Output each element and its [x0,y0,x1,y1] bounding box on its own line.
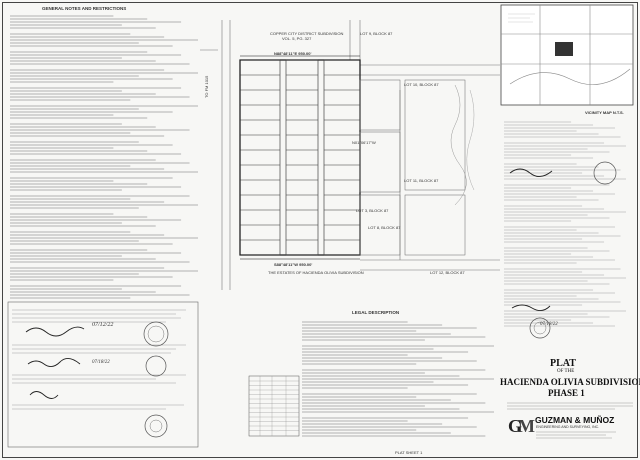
legal-title: LEGAL DESCRIPTION [352,310,400,315]
lot8-label: LOT 8, BLOCK 87 [368,225,401,230]
seal-date-2: 07/18/22 [92,360,110,365]
firm-sub: ENGINEERING AND SURVEYING, INC. [536,425,600,429]
lot10-label: LOT 10, BLOCK 87 [404,82,439,87]
legal-text-block [302,321,494,437]
svg-text:G: G [508,416,522,436]
svg-text:M: M [518,416,535,436]
plat-title-line4: PHASE 1 [548,388,585,398]
title-desc-lines [507,402,633,410]
lot3-label: LOT 3, BLOCK 87 [356,208,389,213]
lot12-label: LOT 12, BLOCK 87 [430,270,465,275]
plat-map [200,20,500,290]
notes-title: GENERAL NOTES AND RESTRICTIONS [42,6,127,11]
plat-title-line3: HACIENDA OLIVIA SUBDIVISION [500,377,640,387]
bearing-top: N88°48'11"E 950.00' [274,51,312,56]
plat-title-line1: PLAT [550,358,576,369]
firm-name: GUZMAN & MUÑOZ [535,415,615,425]
seal-date-3: 07/18/22 [540,322,558,327]
map-side-label: TO FM 1015 [204,75,209,98]
curve-table [248,375,300,437]
sheet-label: PLAT SHEET 1 [395,450,423,455]
right-certifications [504,121,626,339]
lot9-label: LOT 9, BLOCK 87 [360,31,393,36]
map-bottom-label: THE ESTATES OF HACIENDA OLIVIA SUBDIVISI… [268,270,364,275]
bearing-bottom: S88°48'11"W 950.00' [274,262,313,267]
map-top-label-1: COPPER CITY DISTRICT SUBDIVISION [270,31,344,36]
bearing-right: N01°06'17"W [352,140,376,145]
seal-date-1: 07/12/22 [92,322,114,328]
lot11-label: LOT 11, BLOCK 87 [404,178,439,183]
notes-text-block [10,15,198,299]
firm-address-lines [536,431,616,439]
firm-logo: G M [508,416,535,436]
map-top-label-2: VOL. 5, PG. 327 [282,36,312,41]
vicinity-caption: VICINITY MAP N.T.S. [585,110,624,115]
vicinity-map [500,4,634,106]
plat-title-line2: OF THE [557,369,575,374]
left-certifications [7,301,199,448]
